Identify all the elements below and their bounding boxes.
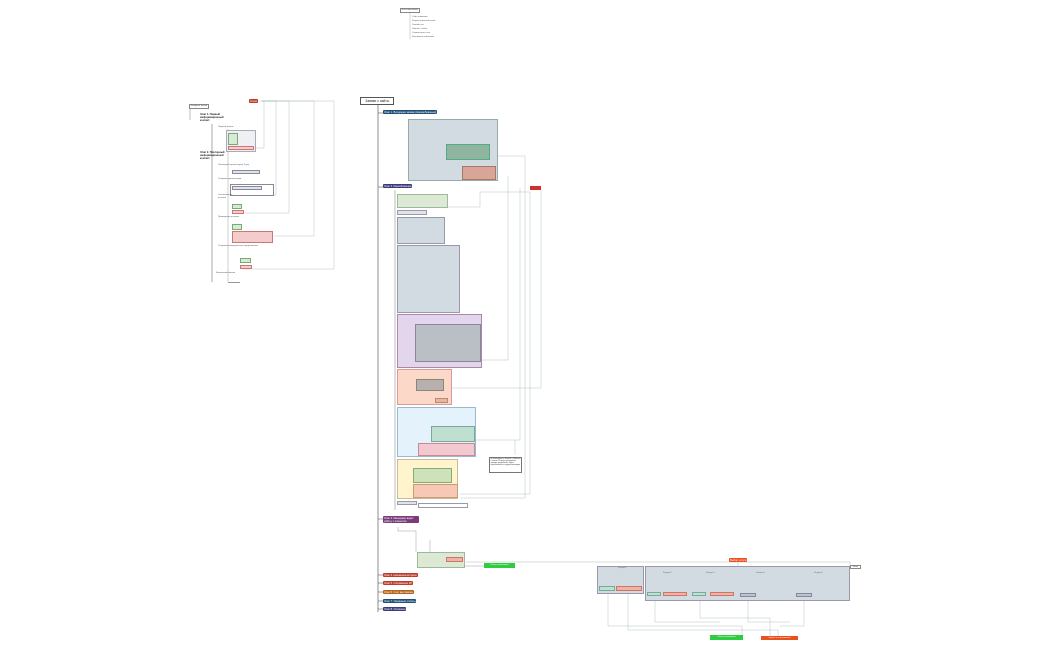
left-step: Согласование встречи [218,194,233,199]
qual-step-5-inner [415,324,481,362]
left-step: Повторный звонок через 3 дня [218,164,250,166]
service-group-2-yes [647,592,661,596]
left-step-6-yes [240,258,251,263]
service-group-3-no [710,592,734,596]
manager-timeout-note: Если менеджер не связался с клиентом в т… [489,457,522,473]
stage-6-label[interactable]: Этап 6. Счет выставлен [383,590,414,594]
qual-step-4 [397,245,460,313]
stage-3-success[interactable]: Успешно реализовано [484,563,515,568]
left-step: Проведение встречи [218,216,240,218]
source-item: Форма обратной связи [412,20,436,22]
stage-1-no-group [462,166,496,180]
service-group-4-label: Услуга 4 [756,572,765,574]
qual-step-2 [397,210,427,215]
qual-step-6-inner [416,379,444,391]
stage-1-yes-group [446,144,490,160]
stage-2-label[interactable]: Этап 2. Квалификация [383,184,413,188]
left-stage-2[interactable]: Этап 2. Повторный информационный контакт [200,151,225,160]
qual-step-8-no [413,484,458,498]
left-end [228,280,240,283]
cold-calls-title: Холодные звонки [189,104,209,110]
service-choice-badge[interactable]: Выбор услуги [729,558,748,562]
left-step-4-no [232,210,244,214]
stage-8-label[interactable]: Этап 8. Оплачено [383,607,407,611]
sources-title: Источники заявок [400,8,420,14]
qual-step-9 [397,501,417,505]
service-group-1-no [616,586,642,591]
success-outcome[interactable]: Успешно реализовано [710,635,743,640]
qual-step-7-yes [431,426,475,442]
source-item: Сайт компании [412,16,428,18]
left-step-5-yes [232,224,242,230]
left-stage-1[interactable]: Этап 1. Первый информационный контакт [200,113,224,122]
left-step-1-no [228,146,254,150]
qual-step-6-out [435,398,448,403]
service-group-3-label: Услуга 3 [706,572,715,574]
service-group-1-label: Услуга 1 [618,567,627,569]
qual-step-7-no [418,443,475,456]
service-group-3-yes [692,592,706,596]
stage-7-label[interactable]: Этап 7. Ожидание оплаты [383,599,417,603]
fail-outcome[interactable]: Закрыто и не реализовано [761,636,798,640]
source-item: Социальные сети [412,32,430,34]
source-item: Рекламные кампании [412,36,434,38]
left-step-4-yes [232,204,242,209]
qual-step-9-note [418,503,468,508]
qual-step-1 [397,194,448,208]
qual-step-8-yes [413,468,452,483]
stage-3-no [446,557,463,562]
stage-1-label[interactable]: Этап 1. Входящая заявка (Неразобранные) [383,110,438,114]
stage-3-label[interactable]: Этап 3. Менеджер ведет работу с клиентом [383,516,419,523]
service-group-5-box [796,593,812,597]
stage-3-group [417,552,465,568]
service-group-2-label: Услуга 2 [663,572,672,574]
service-group-2-no [663,592,687,596]
service-group-1-yes [599,586,615,591]
stage-5-label[interactable]: Этап 5. Отправлено КП [383,581,414,585]
left-step-5-no [232,231,273,243]
main-title: Заявки с сайта [360,97,394,105]
stage-2-refusal-badge[interactable] [530,186,541,190]
left-step: Финальный звонок [216,272,236,274]
source-item: Звонок с сайта [412,28,428,30]
refusal-badge[interactable]: Отказ [249,99,258,103]
left-step-2-box [232,170,260,174]
stage-4-label[interactable]: Этап 4. Назначена встреча [383,573,418,577]
source-item: Онлайн-чат [412,24,424,26]
qual-step-3 [397,217,445,244]
left-step: Отправка коммерческого предложения [218,245,258,247]
left-step-3-box [232,186,262,190]
service-group-4-box [740,593,756,597]
left-step: Первый звонок [218,126,234,128]
left-step-1-yes [228,133,238,145]
service-group-5-label: Услуга 5 [814,572,823,574]
left-step: Отправка презентации [218,178,242,180]
end-node: Конец [850,565,861,569]
left-step-6-no [240,265,252,269]
